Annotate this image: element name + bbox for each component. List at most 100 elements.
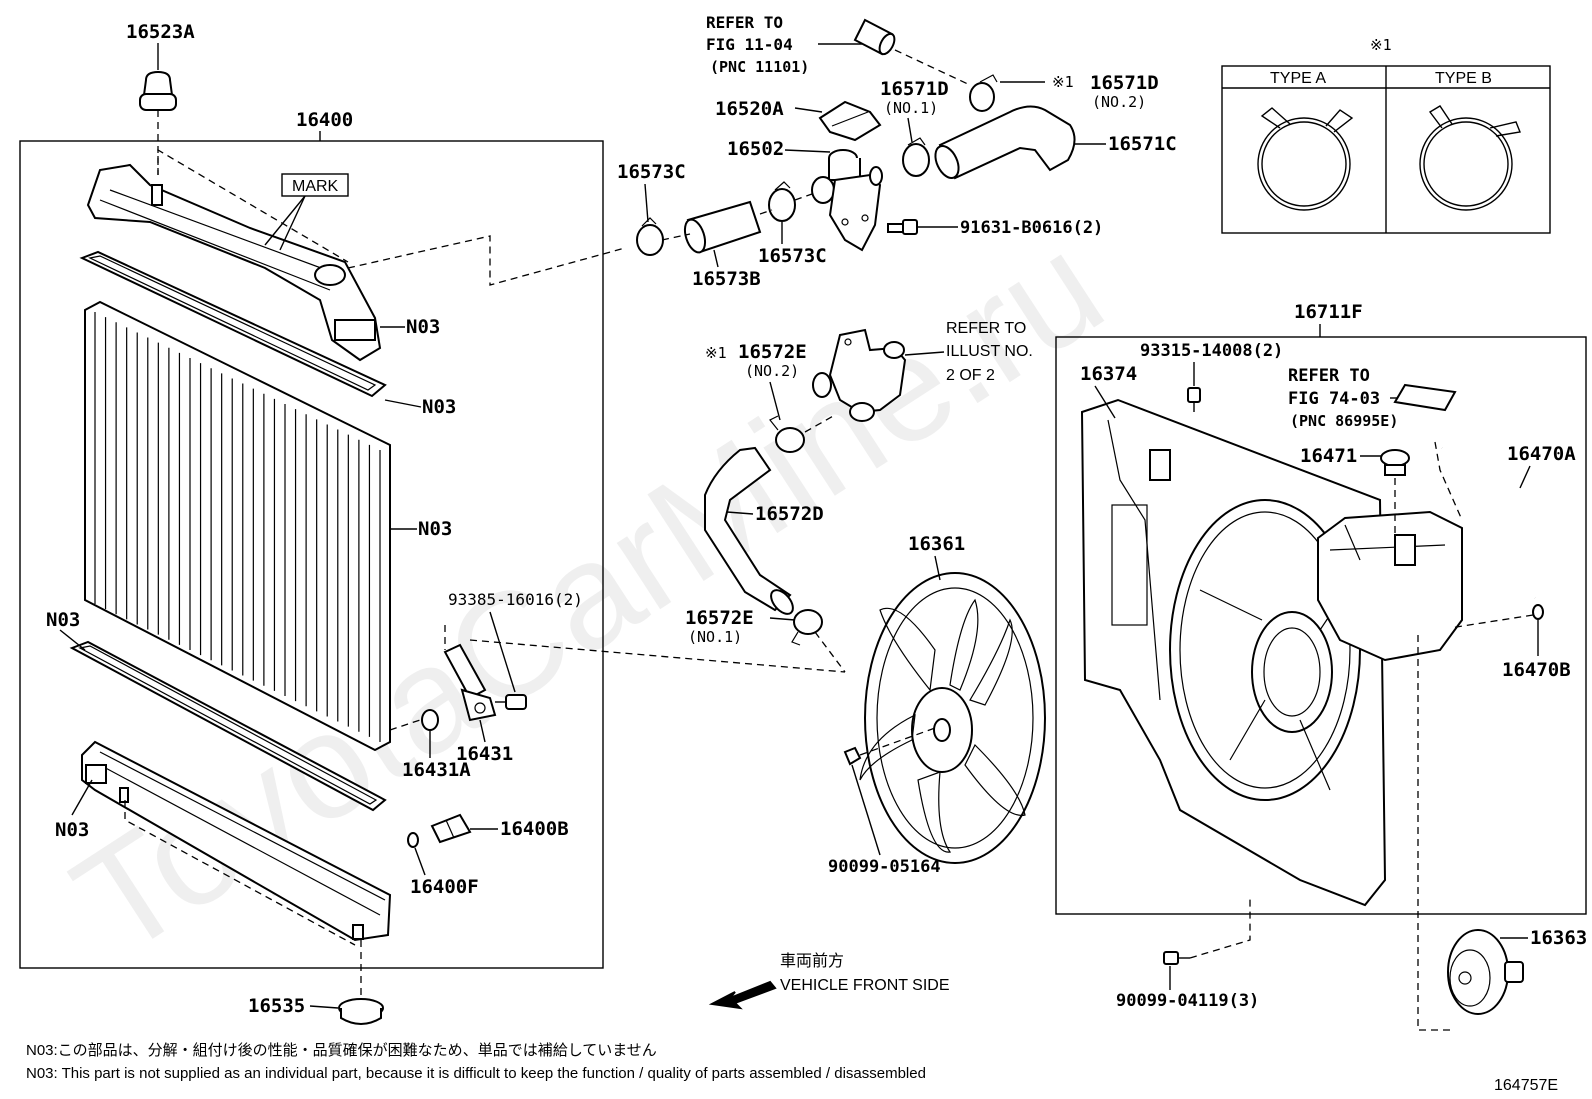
label-16361: 16361 — [908, 533, 965, 555]
clip-16470B — [1532, 604, 1544, 620]
label-16363: 16363 — [1530, 927, 1587, 949]
hose-clamp-16571D-no1 — [902, 137, 930, 177]
label-90099-05164: 90099-05164 — [828, 857, 941, 877]
caution-label-icon — [1393, 383, 1457, 412]
refer2-c: 2 OF 2 — [946, 367, 995, 384]
bolt-93315 — [1187, 387, 1201, 412]
radiator-core — [84, 300, 391, 752]
refer3-c: (PNC 86995E) — [1290, 412, 1398, 430]
refer1-c: (PNC 11101) — [710, 58, 809, 76]
label-16400F: 16400F — [410, 876, 479, 898]
label-93315: 93315-14008(2) — [1140, 341, 1283, 361]
label-16571D-a-no: (NO.1) — [884, 99, 938, 117]
vehicle-front-arrow-icon — [708, 980, 777, 1010]
label-16431A: 16431A — [402, 759, 471, 781]
label-16572E-b: 16572E — [685, 607, 754, 629]
radiator-hose-16572D — [704, 446, 794, 615]
nut-90099-05164 — [843, 746, 862, 766]
radiator-hose-16573B — [683, 200, 762, 254]
drain-plug-16400B — [430, 813, 472, 844]
refer1-a: REFER TO — [706, 13, 783, 32]
mark-box — [281, 173, 349, 197]
label-16571D-b-no: (NO.2) — [1092, 93, 1146, 111]
radiator-assembly-frame — [19, 140, 604, 969]
label-16431: 16431 — [456, 743, 513, 765]
label-16400B: 16400B — [500, 818, 569, 840]
reservoir-cap-16471 — [1380, 449, 1410, 476]
refer2-b: ILLUST NO. — [946, 343, 1033, 360]
refer1-b: FIG 11-04 — [706, 35, 793, 54]
label-16572E-a: 16572E — [738, 341, 807, 363]
note-en: N03: This part is not supplied as an ind… — [26, 1065, 926, 1082]
label-16571C: 16571C — [1108, 133, 1177, 155]
hose-clamp-16573C-b — [768, 181, 796, 222]
vehicle-front-jp: 車両前方 — [780, 952, 844, 970]
label-16470B: 16470B — [1502, 659, 1571, 681]
legend-mark: ※1 — [1370, 36, 1392, 54]
label-16571D-b: 16571D — [1090, 72, 1159, 94]
cooling-fan-16361 — [859, 572, 1046, 864]
label-n03-d: N03 — [46, 609, 80, 631]
reservoir-hose-16470A — [1441, 446, 1538, 600]
label-n03-b: N03 — [422, 396, 456, 418]
note-jp: N03:この部品は、分解・組付け後の性能・品質確保が困難なため、単品では補給して… — [26, 1041, 657, 1059]
lower-gasket — [69, 640, 387, 812]
label-90099-04119: 90099-04119(3) — [1116, 991, 1259, 1011]
label-16470A: 16470A — [1507, 443, 1576, 465]
label-16573C-a: 16573C — [617, 161, 686, 183]
label-16523A: 16523A — [126, 21, 195, 43]
refer3-b: FIG 74-03 — [1288, 389, 1380, 409]
label-91631: 91631-B0616(2) — [960, 218, 1103, 238]
label-16571D-b-mark: ※1 — [1052, 73, 1074, 91]
label-16535: 16535 — [248, 995, 305, 1017]
label-16400: 16400 — [296, 109, 353, 131]
label-16711F: 16711F — [1294, 301, 1363, 323]
radiator-hose-16571C — [934, 105, 1076, 180]
cushion-16535 — [338, 940, 384, 1025]
water-inlet — [812, 328, 907, 422]
o-ring-16431A — [421, 709, 439, 731]
legend-type-b: TYPE B — [1435, 70, 1492, 87]
refer3-a: REFER TO — [1288, 366, 1370, 386]
o-ring-16400F — [407, 832, 419, 848]
label-16572E-a-mark: ※1 — [705, 344, 727, 362]
label-16502: 16502 — [727, 138, 784, 160]
clamp-type-b-icon — [1419, 105, 1521, 211]
label-16572D: 16572D — [755, 503, 824, 525]
clamp-type-a-icon — [1257, 107, 1354, 211]
drain-cock-16431 — [443, 643, 527, 722]
figure-id: 164757E — [1494, 1077, 1558, 1094]
label-16571D-a: 16571D — [880, 78, 949, 100]
label-16572E-b-no: (NO.1) — [688, 628, 742, 646]
vehicle-front-en: VEHICLE FRONT SIDE — [780, 977, 950, 994]
label-16520A: 16520A — [715, 98, 784, 120]
hose-clamp-16572E-no1 — [791, 609, 823, 646]
fan-motor-16363 — [1447, 929, 1524, 1015]
label-16374: 16374 — [1080, 363, 1137, 385]
bolt-91631 — [887, 219, 918, 235]
label-n03-e: N03 — [55, 819, 89, 841]
label-n03-a: N03 — [406, 316, 440, 338]
label-n03-c: N03 — [418, 518, 452, 540]
radiator-cap-16523A — [139, 70, 177, 175]
radiator-upper-tank — [86, 163, 382, 362]
hose-clamp-16573C-a — [636, 217, 664, 256]
radiator-lower-tank — [81, 740, 392, 942]
label-mark: MARK — [292, 178, 339, 195]
fan-shroud-assembly-frame — [1055, 336, 1587, 915]
hose-clamp-16571D-no2 — [969, 74, 998, 112]
engine-pipe-stub — [853, 18, 896, 56]
hose-clamp-16572E-no2 — [769, 415, 805, 453]
label-16573B: 16573B — [692, 268, 761, 290]
label-16572E-a-no: (NO.2) — [745, 362, 799, 380]
screw-90099-04119 — [1163, 951, 1190, 965]
label-16471: 16471 — [1300, 445, 1357, 467]
upper-gasket — [79, 250, 387, 398]
label-93385: 93385-16016(2) — [448, 590, 583, 609]
refer2-a: REFER TO — [946, 320, 1026, 337]
legend-type-a: TYPE A — [1270, 70, 1326, 87]
radiator-cap-16520A — [818, 100, 882, 142]
water-outlet-16502 — [811, 149, 883, 252]
fan-shroud-16711F — [1080, 398, 1387, 907]
